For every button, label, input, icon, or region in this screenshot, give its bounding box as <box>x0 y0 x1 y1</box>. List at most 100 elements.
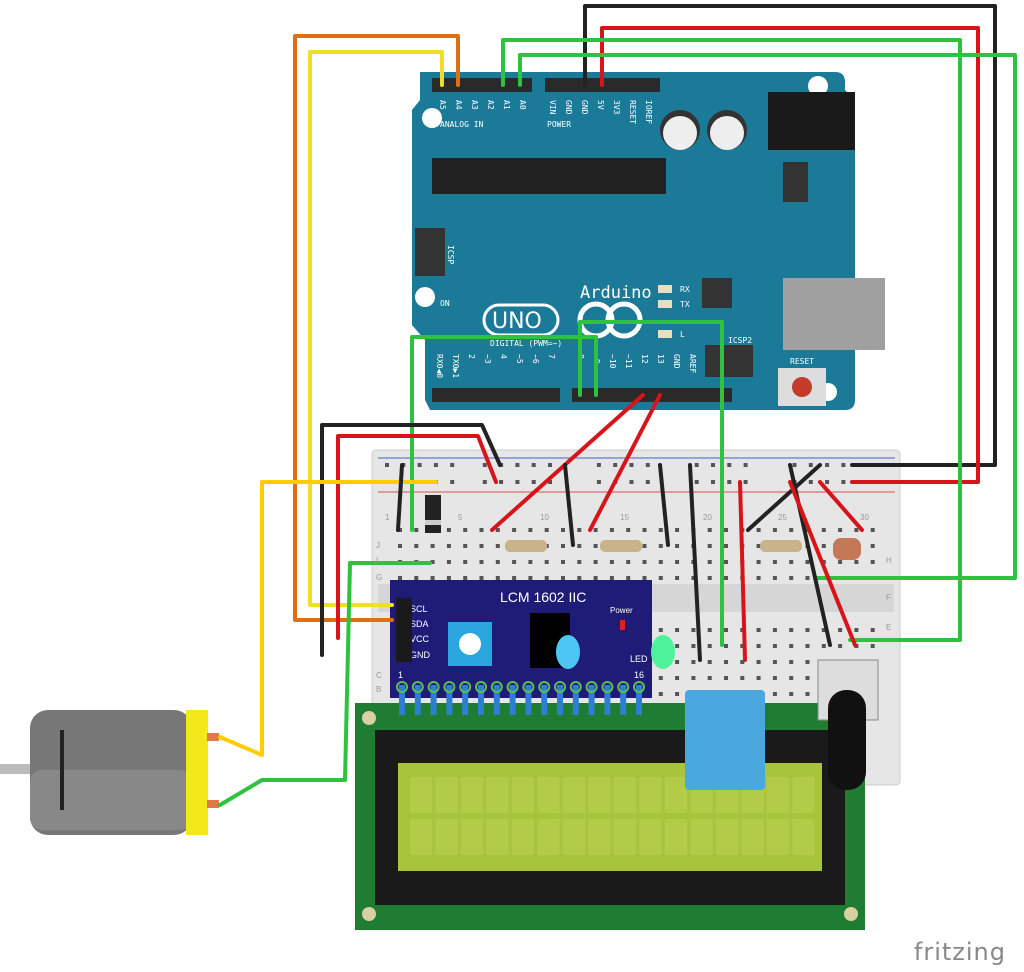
lcd-pin-pad <box>459 681 472 693</box>
breadboard-hole <box>838 528 843 532</box>
breadboard-hole <box>446 528 451 532</box>
breadboard-hole <box>789 560 794 564</box>
breadboard-hole <box>593 576 598 580</box>
lcd-char-cell <box>461 819 483 855</box>
lcd-pin-pad <box>554 681 566 693</box>
breadboard-hole <box>821 528 826 532</box>
rail-hole <box>694 463 699 467</box>
breadboard-hole <box>707 676 712 680</box>
rail-hole <box>825 463 830 467</box>
power-pin-label: GND <box>564 100 573 115</box>
lcd-pin <box>636 685 642 715</box>
breadboard-hole <box>707 544 712 548</box>
icsp2-label: ICSP2 <box>728 336 752 345</box>
lcd-pin <box>399 685 405 715</box>
lcd-pin-pad <box>427 681 440 693</box>
rail-hole <box>841 463 846 467</box>
wire-a0 <box>518 53 1017 580</box>
breadboard-hole <box>626 560 631 564</box>
breadboard-hole <box>463 544 468 548</box>
breadboard-hole <box>593 528 598 532</box>
breadboard-hole <box>854 628 859 632</box>
digital-pin-label: ~10 <box>608 354 617 369</box>
digital-pin-label: 12 <box>640 354 649 364</box>
wire-motor-minus <box>218 561 432 807</box>
lcd-i2c-backpack: LCM 1602 IIC Power SCL SDA VCC GND 1 16 … <box>390 580 652 715</box>
breadboard-hole <box>756 644 761 648</box>
breadboard-hole <box>724 560 728 564</box>
breadboard-hole <box>658 560 663 564</box>
breadboard-hole <box>772 692 777 696</box>
lcd-char-cell <box>792 777 815 813</box>
breadboard-hole <box>561 528 565 532</box>
power-pin-label: 5V <box>596 100 605 110</box>
breadboard-hole <box>430 576 435 580</box>
breadboard-hole <box>724 544 728 548</box>
rail-hole <box>629 480 634 484</box>
breadboard-hole <box>658 676 663 680</box>
column-number: 25 <box>778 513 787 522</box>
breadboard-hole <box>544 560 549 564</box>
breadboard-hole <box>414 544 419 548</box>
analog-pin-label: A1 <box>502 100 511 110</box>
breadboard-hole <box>805 676 810 680</box>
breadboard-hole <box>805 576 810 580</box>
breadboard-hole <box>838 560 843 564</box>
lcd-pin-pad <box>538 681 551 693</box>
digital-pin-label: 13 <box>656 354 665 364</box>
lcd-char-cell <box>588 819 611 855</box>
breadboard-hole <box>512 528 517 532</box>
breadboard-hole <box>675 576 680 580</box>
wire-sda <box>293 34 460 622</box>
column-number: 15 <box>620 513 629 522</box>
breadboard-hole <box>430 560 435 564</box>
lcd-module-title: LCM 1602 IIC <box>500 589 586 605</box>
breadboard-hole <box>675 560 680 564</box>
breadboard-hole <box>756 528 761 532</box>
rail-hole <box>385 463 389 467</box>
wires <box>218 4 1017 807</box>
jumper <box>788 480 857 647</box>
wire-d8 <box>578 320 724 647</box>
rail-hole <box>531 480 536 484</box>
wire-d13 <box>588 393 662 532</box>
lcd-char-cell <box>792 819 815 855</box>
rail-hole <box>482 463 487 467</box>
column-number: 30 <box>860 513 869 522</box>
pin-label-vcc: VCC <box>410 634 430 644</box>
lcd-char-cell <box>563 777 585 813</box>
breadboard-hole <box>838 628 843 632</box>
led-label-on: ON <box>440 299 450 308</box>
rail-hole <box>711 463 715 467</box>
breadboard-hole <box>870 560 875 564</box>
breadboard-hole <box>675 676 680 680</box>
digital-pin-label: ~3 <box>483 354 492 364</box>
breadboard-hole <box>446 544 451 548</box>
lcd-pin-pad <box>396 681 408 693</box>
rail-hole <box>515 480 520 484</box>
breadboard-hole <box>789 644 794 648</box>
rail-hole <box>808 480 813 484</box>
lcd-pin <box>493 685 500 715</box>
breadboard-hole <box>772 576 777 580</box>
power-pin-label: VIN <box>548 100 557 115</box>
analog-in-label: ANALOG IN <box>440 120 484 129</box>
rail-hole <box>548 463 552 467</box>
digital-pin-label: ~6 <box>531 354 540 364</box>
lcd-1602-display <box>355 703 865 930</box>
breadboard-hole <box>789 576 794 580</box>
led-label-tx: TX <box>680 300 690 309</box>
lcd-char-cell <box>563 819 585 855</box>
breadboard-hole <box>772 628 777 632</box>
lcd-pin <box>541 685 548 715</box>
breadboard-hole <box>756 676 761 680</box>
fritzing-logo: fritzing <box>913 938 1006 966</box>
lcd-pin <box>620 685 627 715</box>
analog-pin-label: A2 <box>486 100 495 110</box>
resistor <box>600 540 642 552</box>
pin-label-sda: SDA <box>410 619 429 629</box>
breadboard-hole <box>821 644 826 648</box>
breadboard-hole <box>707 576 712 580</box>
lcd-char-cell <box>716 819 738 855</box>
breadboard-hole <box>772 644 777 648</box>
